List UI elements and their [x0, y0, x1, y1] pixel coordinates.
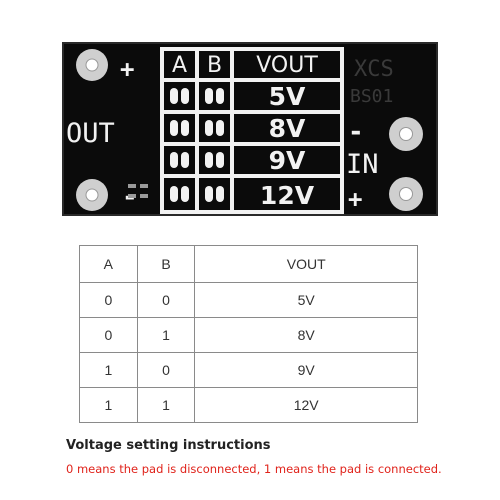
label-plus-top-left: + — [120, 55, 134, 83]
label-out: OUT — [66, 118, 115, 149]
table-header-row: A B VOUT — [79, 245, 418, 283]
pcb-board: + OUT - - IN + XCS BS01 A B VOUT — [62, 42, 438, 216]
cell-a: 0 — [79, 282, 138, 318]
table-row: 1 1 12V — [79, 387, 418, 423]
label-plus-right: + — [348, 185, 362, 213]
brand-line1: XCS — [354, 57, 394, 82]
cell-b: 1 — [136, 387, 196, 423]
jumper-grid: A B VOUT — [160, 47, 344, 214]
table-row: 0 0 5V — [79, 282, 418, 318]
cell-b: 1 — [136, 317, 196, 353]
cell-a: 1 — [79, 387, 138, 423]
cell-vout: 5V — [194, 282, 418, 318]
cell-vout: 9V — [194, 352, 418, 388]
brand-line2: BS01 — [350, 86, 393, 107]
header-a: A — [79, 245, 138, 283]
grid-voltage-12v: 12V — [260, 181, 315, 210]
grid-voltage-9v: 9V — [269, 146, 306, 175]
grid-voltage-5v: 5V — [269, 82, 306, 111]
grid-header-vout: VOUT — [256, 53, 318, 78]
cell-b: 0 — [136, 352, 196, 388]
cell-a: 0 — [79, 317, 138, 353]
cell-vout: 12V — [194, 387, 418, 423]
caption-note: 0 means the pad is disconnected, 1 means… — [66, 462, 442, 476]
label-in: IN — [346, 149, 379, 180]
header-b: B — [136, 245, 196, 283]
board-photo: + OUT - - IN + XCS BS01 A B VOUT — [62, 42, 438, 216]
grid-header-a: A — [172, 53, 187, 78]
voltage-table: A B VOUT 0 0 5V 0 1 8V 1 0 9V 1 1 12V — [79, 245, 418, 423]
smd-components — [128, 184, 148, 198]
caption-title: Voltage setting instructions — [66, 438, 271, 453]
header-vout: VOUT — [194, 245, 418, 283]
cell-a: 1 — [79, 352, 138, 388]
grid-voltage-8v: 8V — [269, 114, 306, 143]
table-row: 0 1 8V — [79, 317, 418, 353]
pad-right-upper — [389, 117, 423, 151]
grid-header-b: B — [207, 53, 222, 78]
cell-b: 0 — [136, 282, 196, 318]
pad-right-lower — [389, 177, 423, 211]
pad-top-left — [76, 49, 108, 81]
cell-vout: 8V — [194, 317, 418, 353]
jumper-pads — [170, 88, 224, 202]
pad-bottom-left — [76, 179, 108, 211]
table-row: 1 0 9V — [79, 352, 418, 388]
label-minus-right: - — [348, 117, 364, 147]
